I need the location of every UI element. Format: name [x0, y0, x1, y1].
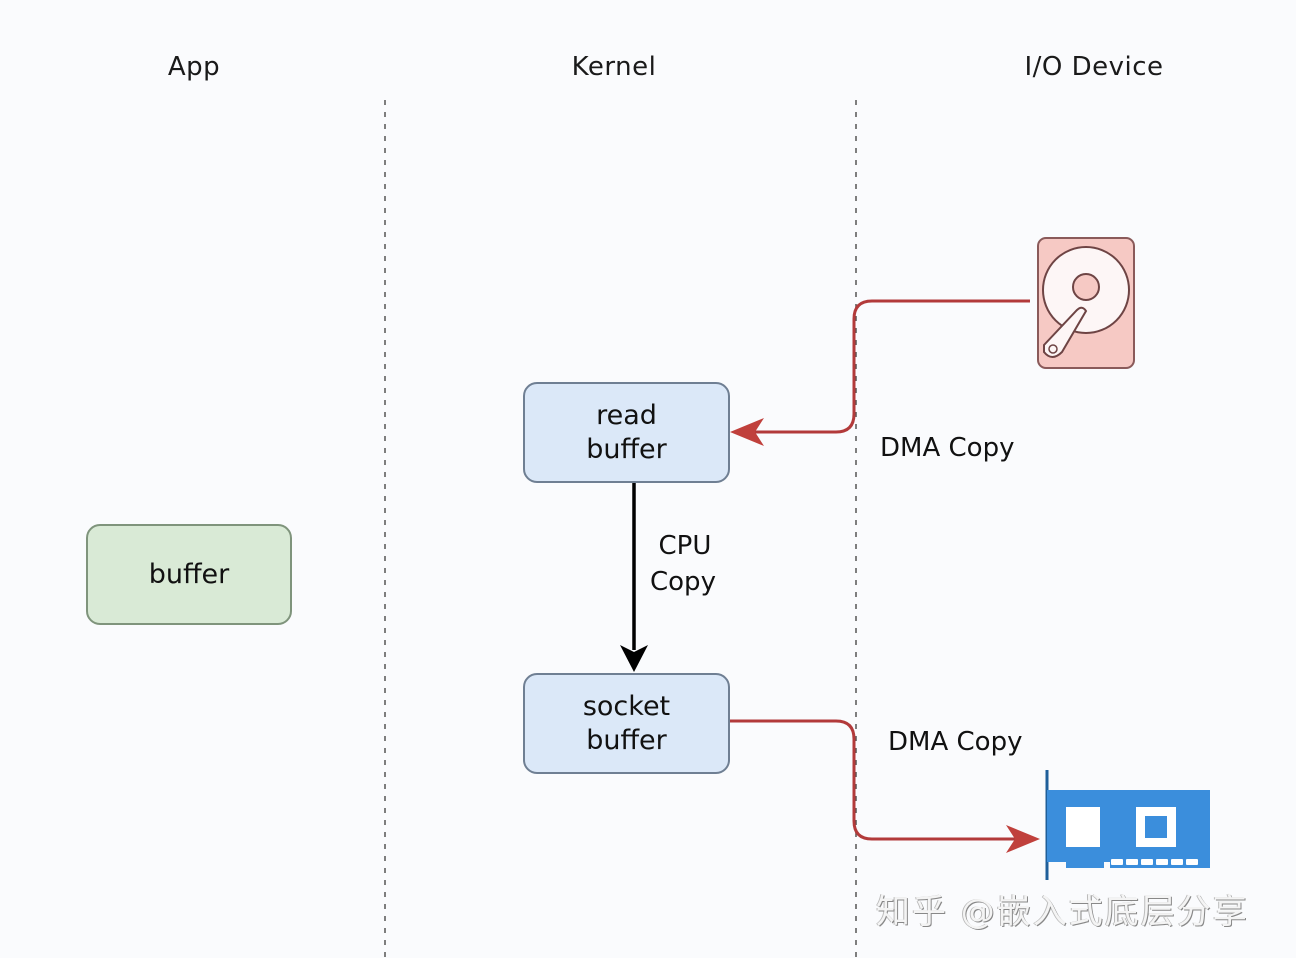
cpu-arrowhead — [620, 645, 648, 672]
watermark: 知乎 @嵌入式底层分享 — [876, 892, 1249, 932]
cpu-copy-label: CPU Copy — [650, 528, 716, 600]
dma-copy-label-read: DMA Copy — [880, 433, 1015, 463]
dma-arrowhead-nic — [1006, 825, 1040, 853]
socket-buffer-label-line2: buffer — [586, 724, 667, 756]
dma-arrowhead-read — [730, 418, 764, 446]
network-card-icon — [1045, 770, 1210, 880]
cpu-copy-label-line2: Copy — [650, 567, 716, 597]
hard-disk-icon — [1037, 237, 1135, 369]
dma-copy-label-send: DMA Copy — [888, 727, 1023, 757]
socket-buffer-node: socket buffer — [523, 673, 730, 774]
dma-arrow-socket-to-nic — [730, 719, 1018, 841]
app-buffer-node: buffer — [86, 524, 292, 625]
app-buffer-label: buffer — [148, 558, 230, 590]
read-buffer-label-line2: buffer — [586, 433, 667, 465]
read-buffer-label-line1: read — [596, 399, 657, 431]
lane-title-kernel: Kernel — [571, 52, 657, 82]
lane-title-app: App — [167, 52, 221, 82]
dma-arrow-disk-to-read-buffer — [738, 299, 1030, 434]
cpu-copy-label-line1: CPU — [658, 531, 712, 561]
socket-buffer-label-line1: socket — [582, 690, 671, 722]
lane-title-io-device: I/O Device — [1024, 52, 1164, 82]
read-buffer-node: read buffer — [523, 382, 730, 483]
